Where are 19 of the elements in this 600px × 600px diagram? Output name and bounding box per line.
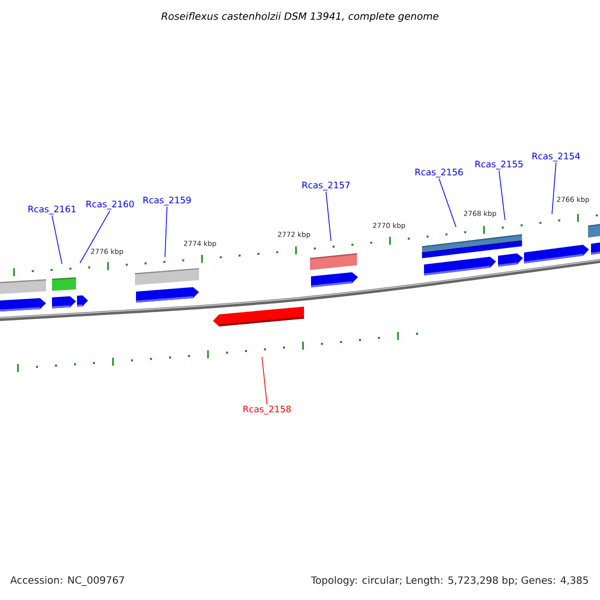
leader-line: [262, 356, 268, 405]
title: Roseiflexus castenholzii DSM 13941, complete genome: [161, 12, 438, 22]
leader-line: [52, 215, 62, 264]
gene-label: Rcas_2154: [532, 152, 580, 162]
gene-label: Rcas_2161: [28, 206, 76, 214]
footer-text: Topology: circular; Length: 5,723,298 bp; Genes: 4,385: [310, 576, 588, 586]
leader-line: [552, 162, 556, 214]
leader-line: [326, 191, 332, 242]
gene-label: Rcas_2157: [302, 182, 350, 190]
leader-line: [438, 178, 456, 228]
leader-line: [164, 206, 168, 258]
gene-label: Rcas_2155: [475, 160, 523, 170]
gene-label: Rcas_2159: [143, 196, 191, 206]
footer-text: Accession: NC_009767: [10, 576, 124, 586]
leader-line: [80, 210, 110, 264]
leader-line: [498, 170, 506, 220]
gene-label: Rcas_2160: [86, 200, 134, 210]
gene-label: Rcas_2158: [243, 406, 291, 414]
gene-label: Rcas_2156: [415, 168, 463, 178]
